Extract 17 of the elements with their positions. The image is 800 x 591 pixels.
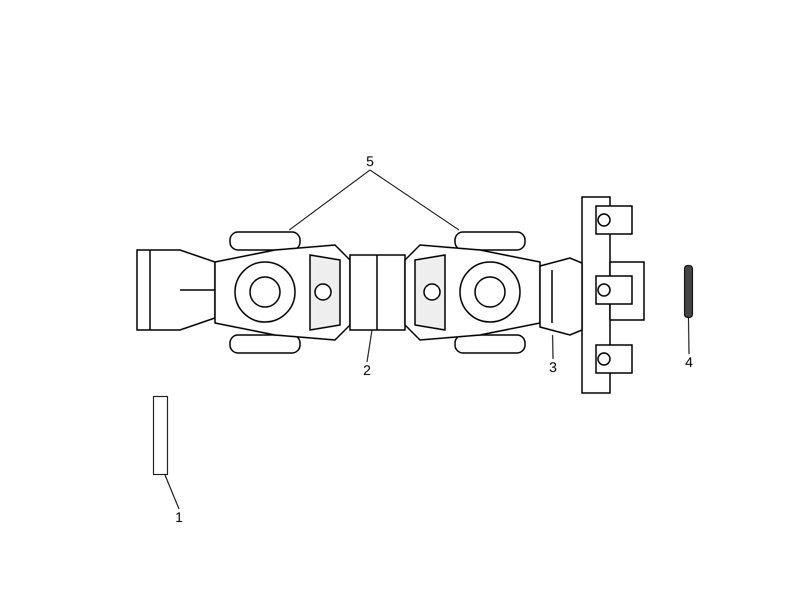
- u-joint-drawing: [215, 230, 350, 355]
- shaft-drawing: [350, 255, 405, 330]
- leader-line: [288, 170, 370, 230]
- leader-line: [366, 330, 372, 362]
- leader-line: [164, 474, 180, 510]
- callout-number: 3: [545, 359, 561, 376]
- spacer-block: [153, 396, 168, 475]
- callout-number: 1: [171, 509, 187, 526]
- leader-line: [552, 334, 554, 360]
- callout-number: 5: [362, 153, 378, 170]
- callout-number: 2: [359, 362, 375, 379]
- pin-bar: [684, 265, 693, 318]
- leader-line: [688, 318, 690, 354]
- leader-line: [370, 170, 460, 230]
- callout-number: 4: [681, 354, 697, 371]
- u-joint-drawing: [405, 230, 540, 355]
- yoke-drawing: [540, 258, 582, 335]
